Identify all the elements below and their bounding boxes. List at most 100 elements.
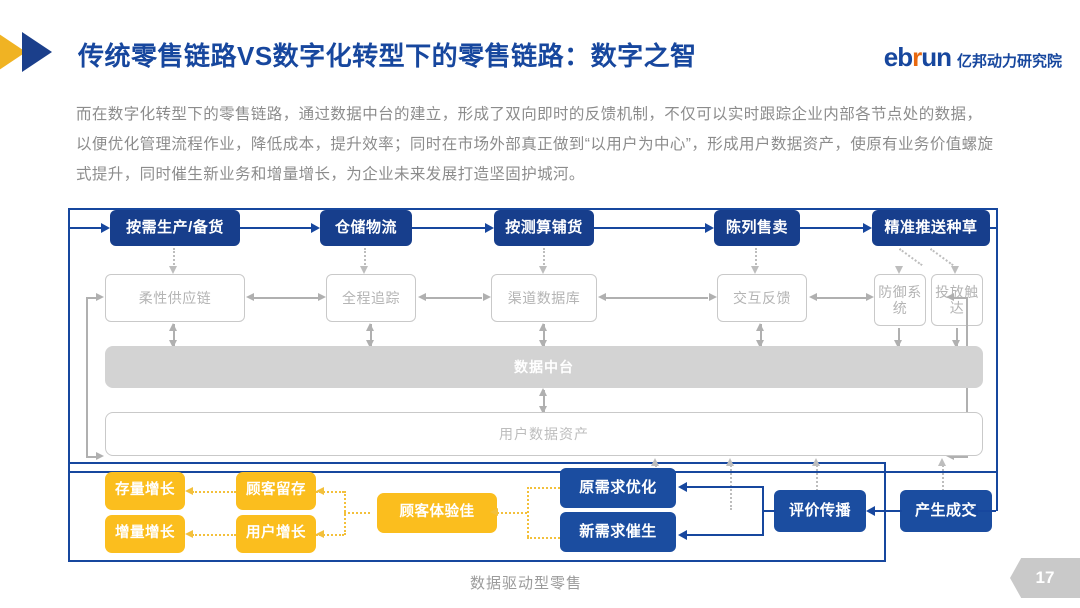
y-link-retention-stock bbox=[192, 491, 236, 493]
y-link-usergrowth-increment bbox=[192, 534, 236, 536]
cap-plat-arrow-d-5 bbox=[894, 340, 902, 348]
dot-arrow-2 bbox=[360, 266, 368, 274]
asset-feed-line-4 bbox=[942, 462, 944, 510]
y-arrow-usergrowth-increment bbox=[185, 530, 193, 538]
cap-arrow-r-1 bbox=[318, 293, 326, 301]
plat-asset-arrow-d bbox=[539, 406, 547, 414]
bottom-link-1-split bbox=[762, 510, 776, 513]
dot-arrow-3 bbox=[539, 266, 547, 274]
capability-box-6-label: 投放触达 bbox=[935, 283, 979, 316]
dot-link-1 bbox=[173, 248, 175, 268]
y-link-exp-top bbox=[316, 491, 344, 493]
chain-arrow-4-5 bbox=[863, 223, 872, 233]
cap-plat-line-2 bbox=[370, 324, 372, 346]
chain-box-1[interactable]: 按需生产/备货 bbox=[110, 210, 240, 246]
cap-plat-arrow-d-3 bbox=[539, 340, 547, 348]
cap-link-3-4 bbox=[604, 297, 708, 299]
gray-loop-right-bot bbox=[952, 456, 968, 458]
capability-box-6[interactable]: 投放触达 bbox=[931, 274, 983, 326]
cap-link-1-2 bbox=[252, 297, 318, 299]
asset-feed-arrow-4 bbox=[938, 458, 946, 466]
body-paragraph: 而在数字化转型下的零售链路，通过数据中台的建立，形成了双向即时的反馈机制，不仅可… bbox=[76, 106, 994, 183]
cap-plat-arrow-u-4 bbox=[756, 323, 764, 331]
y-arrow-retention-stock bbox=[185, 487, 193, 495]
capability-box-3[interactable]: 渠道数据库 bbox=[491, 274, 597, 322]
cap-plat-arrow-d-6 bbox=[952, 340, 960, 348]
chain-link-4-5 bbox=[800, 227, 864, 230]
cap-plat-line-4 bbox=[760, 324, 762, 346]
capability-box-4[interactable]: 交互反馈 bbox=[717, 274, 807, 322]
cap-link-2-3 bbox=[424, 297, 482, 299]
gray-loop-left-bot-arrow bbox=[96, 452, 104, 460]
platform-bar[interactable]: 数据中台 bbox=[105, 346, 983, 388]
chain-box-3[interactable]: 按测算铺货 bbox=[494, 210, 594, 246]
asset-feed-arrow-3 bbox=[812, 458, 820, 466]
growth-box-experience[interactable]: 顾客体验佳 bbox=[377, 493, 497, 533]
bottom-split-bot-arrow bbox=[678, 530, 687, 540]
y-link-demand-top bbox=[527, 487, 560, 489]
bottom-chain-box-1[interactable]: 评价传播 bbox=[774, 490, 866, 532]
cap-plat-arrow-u-2 bbox=[366, 323, 374, 331]
dot-arrow-1 bbox=[169, 266, 177, 274]
right-return-vline bbox=[996, 227, 999, 511]
bottom-arrow-2-1 bbox=[866, 506, 875, 516]
cap-plat-arrow-d-2 bbox=[366, 340, 374, 348]
chain-link-2-3 bbox=[412, 227, 486, 230]
logo-subtitle: 亿邦动力研究院 bbox=[956, 53, 1062, 70]
cap-plat-line-1 bbox=[173, 324, 175, 346]
capability-box-5[interactable]: 防御系统 bbox=[874, 274, 926, 326]
page-title: 传统零售链路VS数字化转型下的零售链路：数字之智 bbox=[78, 41, 697, 71]
dot-link-2 bbox=[364, 248, 366, 268]
chain-link-1-2 bbox=[240, 227, 312, 230]
gray-loop-left-bot bbox=[86, 456, 98, 458]
right-return-hline bbox=[975, 510, 996, 513]
demand-box-optimize[interactable]: 原需求优化 bbox=[560, 468, 676, 508]
cap-arrow-r-4 bbox=[866, 293, 874, 301]
demand-box-new[interactable]: 新需求催生 bbox=[560, 512, 676, 552]
diagram-caption: 数据驱动型零售 bbox=[470, 575, 583, 592]
page-number-badge: 17 bbox=[1010, 558, 1080, 598]
bottom-link-2-1 bbox=[875, 510, 902, 513]
plat-asset-line bbox=[543, 390, 545, 412]
frame-entry-arrow bbox=[101, 223, 110, 233]
capability-box-5-label: 防御系统 bbox=[878, 283, 922, 316]
chain-box-4[interactable]: 陈列售卖 bbox=[714, 210, 800, 246]
cap-plat-line-3 bbox=[543, 324, 545, 346]
growth-box-increment[interactable]: 增量增长 bbox=[105, 515, 185, 553]
chain-box-5[interactable]: 精准推送种草 bbox=[872, 210, 990, 246]
cap-plat-line-6 bbox=[956, 328, 958, 346]
y-link-demand-v bbox=[527, 487, 529, 537]
bottom-split-top bbox=[686, 486, 764, 489]
capability-box-2[interactable]: 全程追踪 bbox=[326, 274, 416, 322]
asset-feed-arrow-2 bbox=[726, 458, 734, 466]
y-link-demand-bot bbox=[527, 537, 560, 539]
slide-header: 传统零售链路VS数字化转型下的零售链路：数字之智 ebrun 亿邦动力研究院 bbox=[0, 0, 1080, 88]
logo-text-eb: eb bbox=[883, 42, 913, 72]
gray-loop-left-vline bbox=[86, 297, 88, 457]
dot-link-4 bbox=[755, 248, 757, 268]
brand-logo: ebrun 亿邦动力研究院 bbox=[884, 44, 1062, 70]
bottom-split-bot bbox=[686, 534, 764, 537]
growth-box-stock[interactable]: 存量增长 bbox=[105, 472, 185, 510]
plat-asset-arrow-u bbox=[539, 388, 547, 396]
capability-box-1[interactable]: 柔性供应链 bbox=[105, 274, 245, 322]
cap-arrow-l-2 bbox=[418, 293, 426, 301]
logo-wordmark: ebrun bbox=[883, 42, 952, 72]
dot-arrow-4 bbox=[751, 266, 759, 274]
chain-box-2[interactable]: 仓储物流 bbox=[320, 210, 412, 246]
chain-arrow-3-4 bbox=[705, 223, 714, 233]
chevron-yellow-icon bbox=[0, 32, 26, 72]
cap-plat-line-5 bbox=[898, 328, 900, 346]
growth-box-user-growth[interactable]: 用户增长 bbox=[236, 515, 316, 553]
asset-bar[interactable]: 用户数据资产 bbox=[105, 412, 983, 456]
gray-loop-right-top-arrow bbox=[946, 293, 954, 301]
y-link-exp-bot bbox=[316, 534, 344, 536]
cap-arrow-r-3 bbox=[709, 293, 717, 301]
growth-box-retention[interactable]: 顾客留存 bbox=[236, 472, 316, 510]
chevron-blue-icon bbox=[22, 32, 52, 72]
y-arrow-demand-exp bbox=[490, 508, 498, 516]
frame-exit-line bbox=[990, 227, 998, 230]
cap-arrow-l-4 bbox=[809, 293, 817, 301]
dot-arrow-5a bbox=[895, 266, 903, 274]
